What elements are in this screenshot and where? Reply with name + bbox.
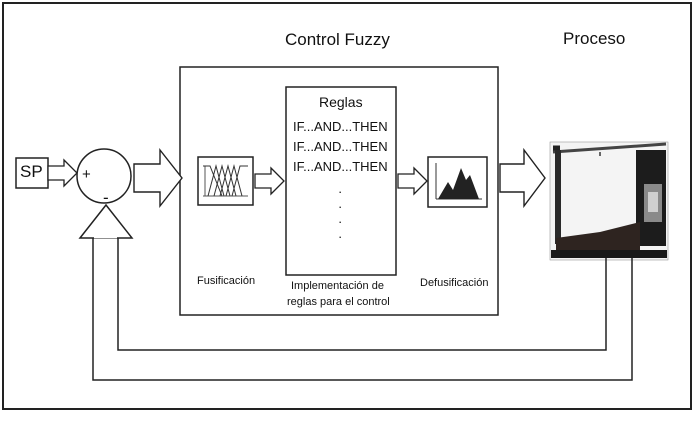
rule-dot: · — [338, 199, 343, 214]
arrow-sum-to-control — [133, 147, 183, 209]
process-machine-photo — [549, 141, 669, 261]
arrow-fuzz-to-rules — [254, 166, 285, 196]
rule-line: IF...AND...THEN — [293, 159, 388, 174]
arrow-sp-to-sum — [47, 158, 78, 188]
rules-box — [285, 86, 397, 276]
fusificacion-label: Fusificación — [197, 275, 256, 287]
control-title: Control Fuzzy — [285, 30, 390, 49]
feedback-line-inner — [117, 238, 607, 351]
defusificacion-label: Defusificación — [420, 277, 489, 289]
feedback-arrow-head — [78, 203, 134, 239]
membership-functions-icon — [203, 164, 248, 197]
plus-sign: + — [82, 166, 91, 183]
sp-label: SP — [20, 162, 43, 181]
rule-line: IF...AND...THEN — [293, 119, 388, 134]
output-distribution-icon — [435, 163, 482, 200]
rule-dot: · — [338, 214, 343, 229]
rule-line: IF...AND...THEN — [293, 139, 388, 154]
arrow-control-to-process — [499, 147, 546, 209]
process-title: Proceso — [563, 29, 626, 48]
rule-dot: · — [338, 229, 343, 244]
rule-dot: · — [338, 184, 343, 199]
rules-title: Reglas — [319, 94, 363, 110]
arrow-rules-to-defuzz — [397, 166, 428, 196]
outer-frame — [2, 2, 692, 410]
implementacion-label-2: reglas para el control — [287, 296, 390, 308]
fuzzy-control-box — [179, 66, 499, 316]
summing-junction — [76, 148, 132, 204]
feedback-line-outer — [92, 238, 633, 381]
minus-sign: - — [103, 188, 109, 207]
implementacion-label-1: Implementación de — [291, 280, 384, 292]
